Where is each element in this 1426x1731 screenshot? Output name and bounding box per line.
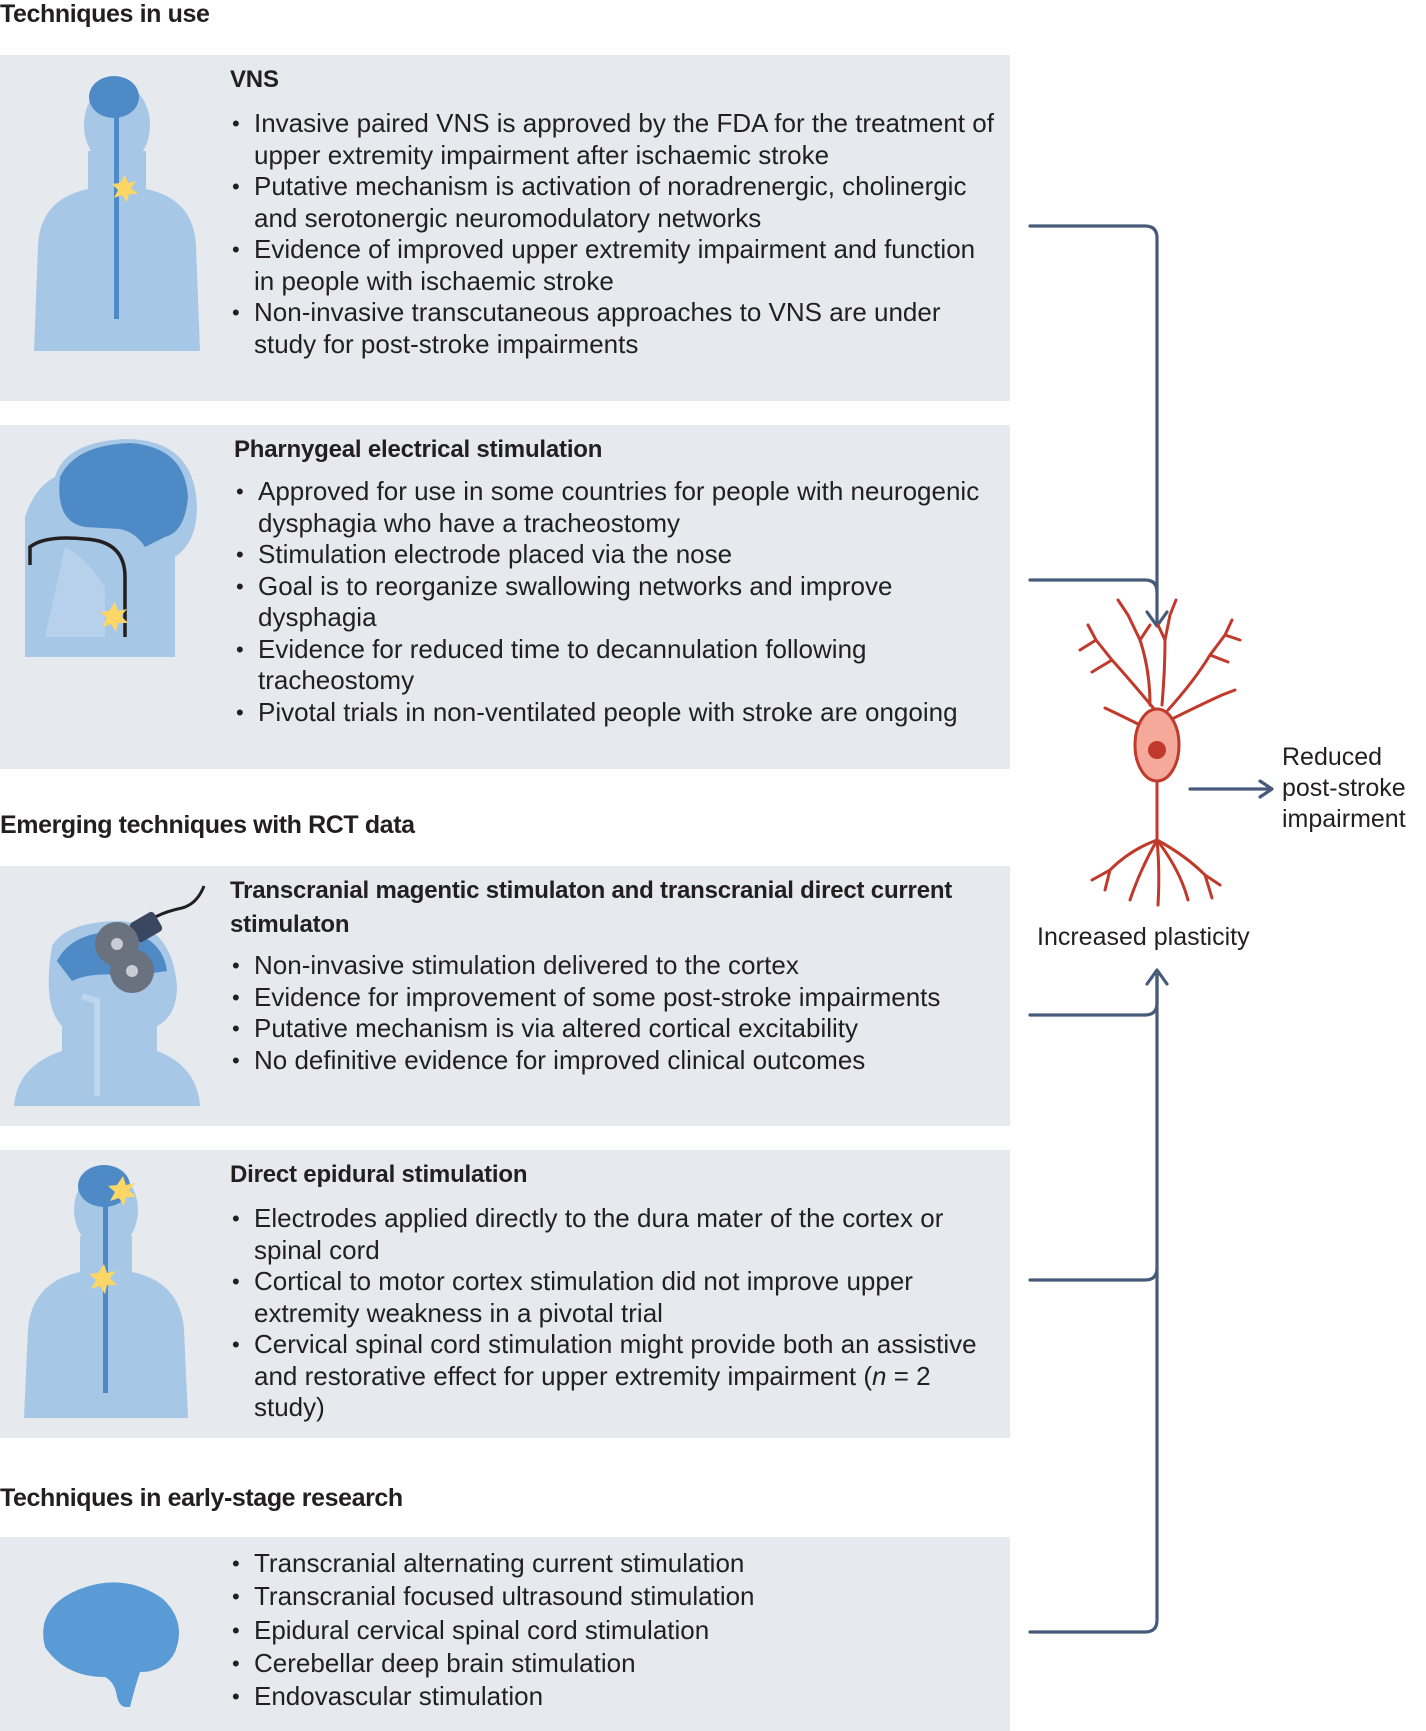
bullet-item: Transcranial alternating current stimula… — [230, 1547, 1000, 1581]
connector-line-vns — [1028, 224, 1159, 624]
card-title-vns: VNS — [230, 66, 279, 93]
card-title-epidural: Direct epidural stimulation — [230, 1161, 528, 1188]
bullet-item: No definitive evidence for improved clin… — [230, 1045, 1000, 1077]
connector-line-pharyngeal — [1028, 578, 1159, 594]
bullet-item: Goal is to reorganize swallowing network… — [234, 571, 1000, 634]
bullet-item: Cortical to motor cortex stimulation did… — [230, 1266, 1000, 1329]
card-early-stage: Transcranial alternating current stimula… — [0, 1537, 1010, 1731]
body-epidural-stimulation-icon — [24, 1165, 188, 1418]
card-tms-tdcs: Transcranial magentic stimulaton and tra… — [0, 866, 1010, 1126]
bullet-item: Putative mechanism is via altered cortic… — [230, 1013, 1000, 1045]
bullet-item: Evidence for reduced time to decannulati… — [234, 634, 1000, 697]
bullet-item: Non-invasive transcutaneous approaches t… — [230, 297, 1000, 360]
section-heading-early-stage: Techniques in early-stage research — [0, 1484, 403, 1512]
bullet-item: Pivotal trials in non-ventilated people … — [234, 697, 1000, 729]
arrowhead-right — [1258, 779, 1274, 799]
bullet-item: Transcranial focused ultrasound stimulat… — [230, 1580, 1000, 1614]
bullet-item: Approved for use in some countries for p… — [234, 476, 1000, 539]
plasticity-label: Increased plasticity — [1037, 923, 1250, 951]
bullet-list-vns: Invasive paired VNS is approved by the F… — [230, 108, 1000, 360]
bullet-item: Cerebellar deep brain stimulation — [230, 1647, 1000, 1681]
connector-line-early-stage — [1028, 973, 1159, 1634]
card-epidural: Direct epidural stimulation Electrodes a… — [0, 1150, 1010, 1438]
section-heading-in-use: Techniques in use — [0, 0, 210, 28]
brain-icon — [43, 1582, 179, 1707]
card-title-pharyngeal: Pharnygeal electrical stimulation — [234, 436, 603, 463]
body-vagus-nerve-icon — [34, 76, 200, 351]
bullet-item: Endovascular stimulation — [230, 1680, 1000, 1714]
head-nasal-electrode-icon — [25, 439, 197, 657]
bullet-item: Putative mechanism is activation of nora… — [230, 171, 1000, 234]
head-magnetic-coil-icon — [14, 885, 206, 1106]
card-vns: VNS Invasive paired VNS is approved by t… — [0, 55, 1010, 401]
bullet-list-early-stage: Transcranial alternating current stimula… — [230, 1547, 1000, 1714]
bullet-list-tms-tdcs: Non-invasive stimulation delivered to th… — [230, 950, 1000, 1076]
bullet-item: Evidence of improved upper extremity imp… — [230, 234, 1000, 297]
section-heading-emerging: Emerging techniques with RCT data — [0, 811, 415, 839]
outcome-label: Reduced post-stroke impairment — [1282, 743, 1406, 833]
bullet-item: Non-invasive stimulation delivered to th… — [230, 950, 1000, 982]
bullet-list-epidural: Electrodes applied directly to the dura … — [230, 1203, 1000, 1424]
card-title-tms-tdcs: Transcranial magentic stimulaton and tra… — [230, 877, 953, 938]
bullet-item: Epidural cervical spinal cord stimulatio… — [230, 1614, 1000, 1648]
bullet-item: Cervical spinal cord stimulation might p… — [230, 1329, 1000, 1424]
bullet-item: Electrodes applied directly to the dura … — [230, 1203, 1000, 1266]
arrowhead-up — [1145, 968, 1169, 986]
bullet-list-pharyngeal: Approved for use in some countries for p… — [234, 476, 1000, 728]
bullet-item: Evidence for improvement of some post-st… — [230, 982, 1000, 1014]
bullet-item: Stimulation electrode placed via the nos… — [234, 539, 1000, 571]
bullet-item: Invasive paired VNS is approved by the F… — [230, 108, 1000, 171]
card-pharyngeal: Pharnygeal electrical stimulation Approv… — [0, 425, 1010, 769]
